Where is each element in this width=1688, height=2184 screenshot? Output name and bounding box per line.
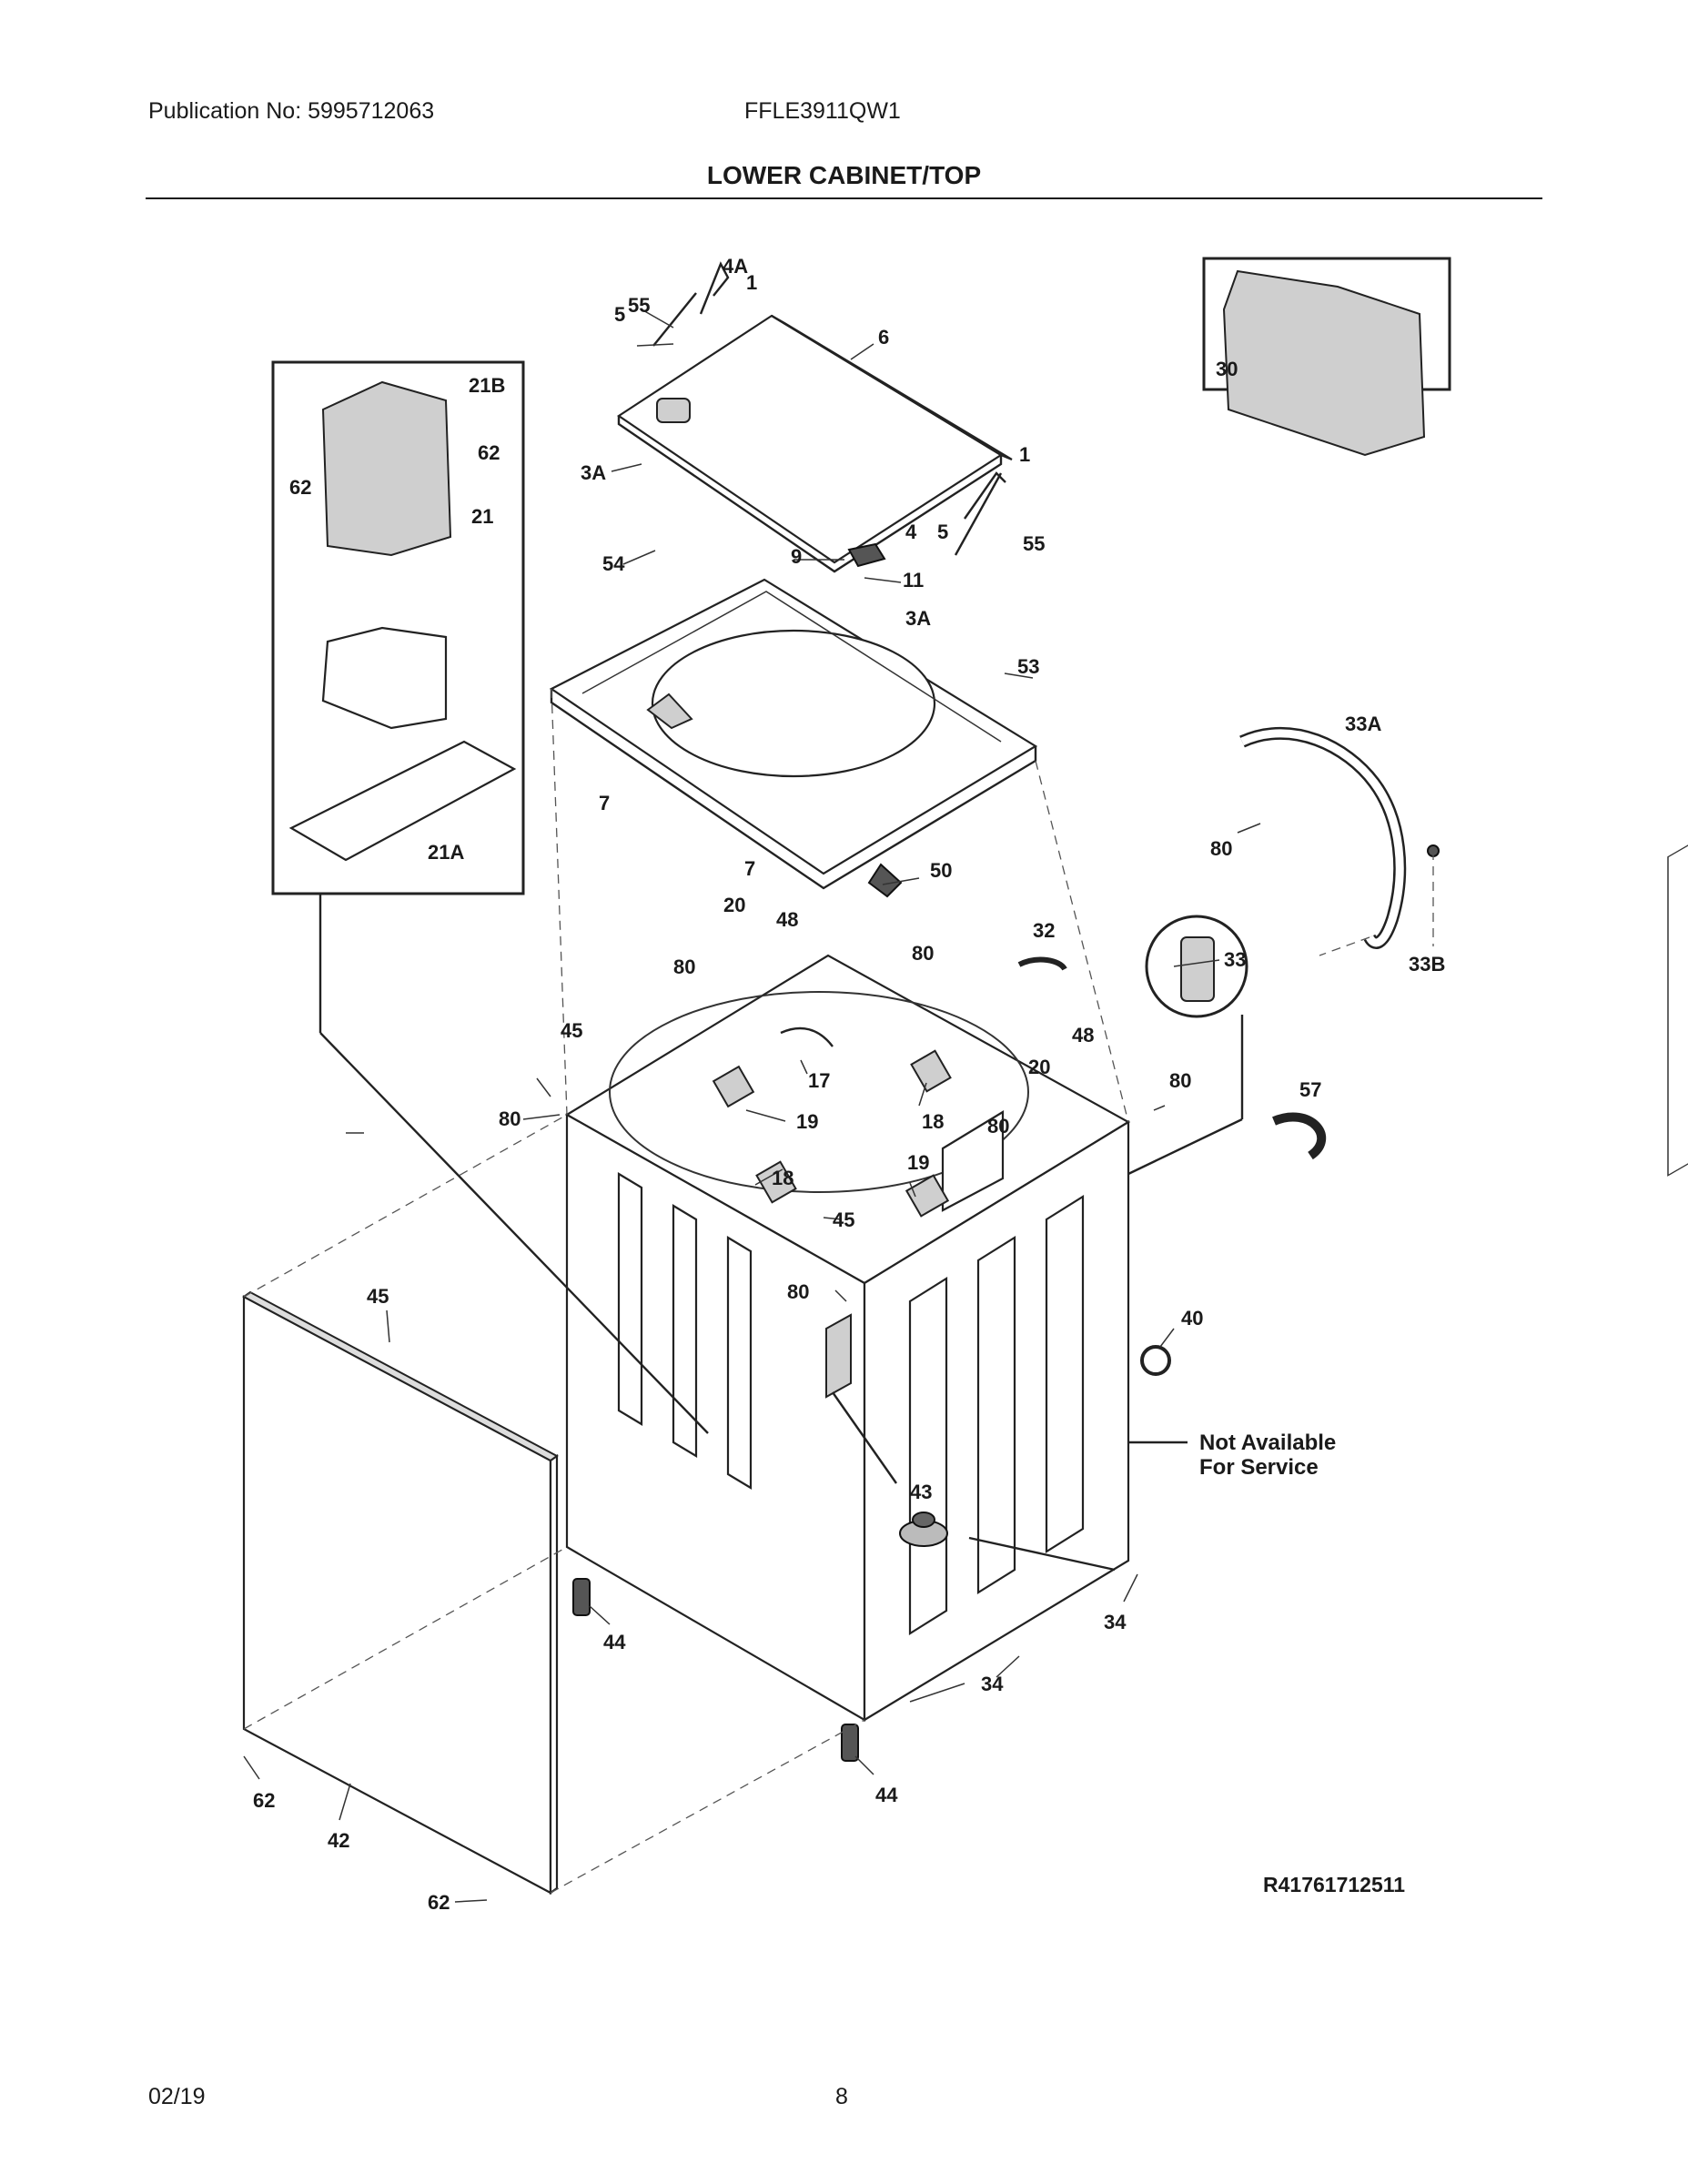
callout-45-panel: 45 xyxy=(367,1285,389,1308)
callout-33A: 33A xyxy=(1345,713,1381,735)
callout-48-right: 48 xyxy=(1072,1024,1094,1046)
lid-hinge-springs xyxy=(652,261,1006,568)
footer-date: 02/19 xyxy=(148,2084,206,2109)
inset-30-part xyxy=(1222,269,1426,457)
callout-19-left: 19 xyxy=(796,1110,818,1133)
callout-1-right: 1 xyxy=(1019,443,1030,466)
callout-34-right: 34 xyxy=(1104,1611,1127,1633)
callout-33B: 33B xyxy=(1409,953,1445,976)
front-panel xyxy=(242,1290,559,1896)
lid xyxy=(617,314,1013,573)
inset-21-parts xyxy=(288,380,517,862)
callout-80-right: 80 xyxy=(1169,1069,1191,1092)
callout-5-left: 5 xyxy=(614,303,625,326)
callout-80-inner: 80 xyxy=(987,1115,1009,1138)
callout-62-panel-left: 62 xyxy=(253,1789,275,1812)
callout-labels: 4A 1 55 5 6 3A 1 4 5 55 9 11 3A 54 53 7 … xyxy=(253,255,1445,1914)
model-number: FFLE3911QW1 xyxy=(744,98,901,124)
callout-62-upper: 62 xyxy=(478,441,500,464)
callout-43: 43 xyxy=(910,1481,932,1503)
callout-53: 53 xyxy=(1017,655,1039,678)
callout-42: 42 xyxy=(328,1829,349,1852)
callout-7-mid: 7 xyxy=(744,857,755,880)
inset-box-21 xyxy=(271,360,525,895)
inset-43-part xyxy=(899,1512,948,1547)
not-available-note-line2: For Service xyxy=(1199,1455,1319,1480)
callout-19-right: 19 xyxy=(907,1151,929,1174)
callout-57: 57 xyxy=(1299,1078,1321,1101)
callout-54: 54 xyxy=(602,552,625,575)
cabinet-top xyxy=(549,578,1038,890)
callout-44-left: 44 xyxy=(603,1631,626,1653)
callout-3A-left: 3A xyxy=(581,461,606,484)
callout-80-topmid: 80 xyxy=(912,942,934,965)
leader-lines xyxy=(243,308,1261,1903)
inset-33-part xyxy=(1180,936,1215,1002)
callout-45-mid: 45 xyxy=(833,1208,854,1231)
callout-3A-right: 3A xyxy=(905,607,931,630)
callout-20-right: 20 xyxy=(1028,1056,1050,1078)
callout-40: 40 xyxy=(1181,1307,1203,1330)
callout-44-bottom: 44 xyxy=(875,1784,898,1806)
callout-21: 21 xyxy=(471,505,493,528)
callout-9: 9 xyxy=(791,545,802,568)
callout-33: 33 xyxy=(1224,948,1246,971)
connector-lines xyxy=(318,894,1244,1572)
callout-32: 32 xyxy=(1033,919,1055,942)
alignment-dashes xyxy=(243,688,1434,1894)
callout-62-lower: 62 xyxy=(289,476,311,499)
callout-18-lower: 18 xyxy=(772,1167,793,1189)
callout-80-left: 80 xyxy=(499,1107,521,1130)
page-title: LOWER CABINET/TOP xyxy=(706,161,982,189)
callout-18-upper: 18 xyxy=(922,1110,944,1133)
cabinet xyxy=(564,834,1688,1722)
callout-21B: 21B xyxy=(469,374,505,397)
callout-5-right: 5 xyxy=(937,521,948,543)
callout-1-top: 1 xyxy=(746,271,757,294)
callout-30: 30 xyxy=(1216,358,1238,380)
callout-45-upper: 45 xyxy=(561,1019,582,1042)
callout-50: 50 xyxy=(930,859,952,882)
misc-parts xyxy=(572,844,1440,1762)
page-number: 8 xyxy=(835,2084,848,2109)
drain-hose xyxy=(1239,726,1407,949)
callout-48-left: 48 xyxy=(776,908,798,931)
callout-20-left: 20 xyxy=(723,894,745,916)
callout-6: 6 xyxy=(878,326,889,349)
title-rule xyxy=(146,197,1542,199)
callout-21A: 21A xyxy=(428,841,464,864)
callout-11: 11 xyxy=(903,569,924,592)
callout-4: 4 xyxy=(905,521,917,543)
callout-55-right: 55 xyxy=(1023,532,1045,555)
callout-7-left: 7 xyxy=(599,792,610,814)
callout-62-panel-bottom: 62 xyxy=(428,1891,450,1914)
diagram-reference-code: R41761712511 xyxy=(1263,1873,1406,1896)
callout-4A: 4A xyxy=(723,255,748,278)
callout-34-bottom: 34 xyxy=(981,1673,1004,1695)
not-available-note-line1: Not Available xyxy=(1199,1431,1336,1455)
callout-17: 17 xyxy=(808,1069,830,1092)
publication-number: Publication No: 5995712063 xyxy=(148,98,435,124)
callout-80-hose: 80 xyxy=(1210,837,1232,860)
callout-80-topleft: 80 xyxy=(673,956,695,978)
callout-55-left: 55 xyxy=(628,294,650,317)
callout-80-lower: 80 xyxy=(787,1280,809,1303)
